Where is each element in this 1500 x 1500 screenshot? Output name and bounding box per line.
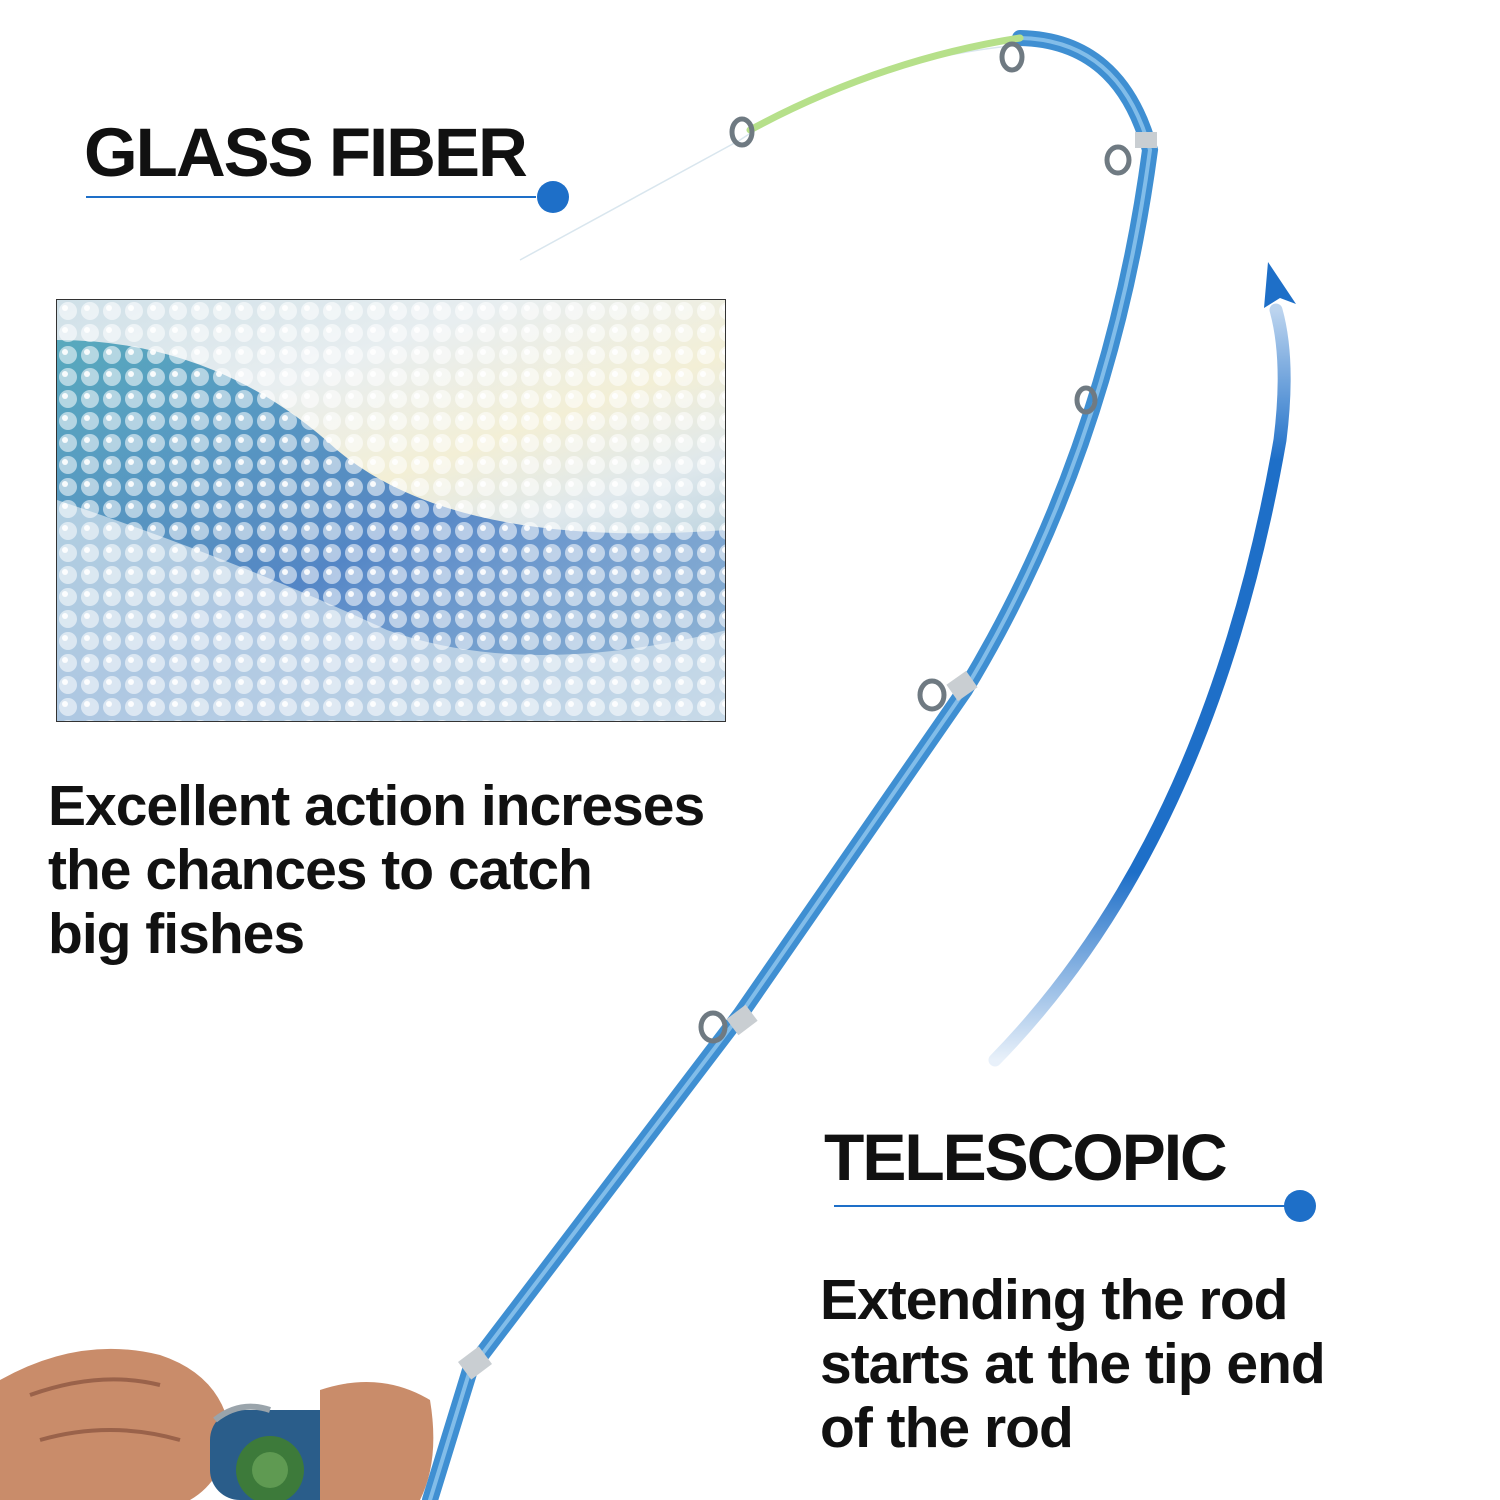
accent-dot (537, 181, 569, 213)
description-line: big fishes (48, 902, 305, 966)
hands-and-reel (0, 1348, 434, 1500)
rod-guides (457, 41, 1157, 1380)
title-underline (834, 1205, 1286, 1207)
feature-title-telescopic: TELESCOPIC (824, 1120, 1228, 1194)
description-line: Excellent action increses (48, 774, 705, 838)
title-underline (86, 196, 536, 198)
accent-dot (1284, 1190, 1316, 1222)
description-line: of the rod (820, 1396, 1074, 1460)
rod-tip (746, 34, 1024, 134)
feature-description-telescopic: Extending the rod starts at the tip end … (820, 1268, 1326, 1460)
description-line: the chances to catch (48, 838, 593, 902)
curved-arrow-icon (988, 303, 1291, 1067)
arrow-head-icon (1264, 262, 1296, 308)
fishing-line (519, 44, 1021, 261)
feature-title-glass-fiber: GLASS FIBER (84, 114, 528, 191)
rod-highlight (428, 36, 1153, 1500)
fiber-bead-pattern (57, 300, 725, 721)
feature-description-glass-fiber: Excellent action increses the chances to… (48, 774, 705, 966)
description-line: Extending the rod (820, 1268, 1288, 1332)
glass-fiber-texture-image (56, 299, 726, 722)
description-line: starts at the tip end (820, 1332, 1326, 1396)
